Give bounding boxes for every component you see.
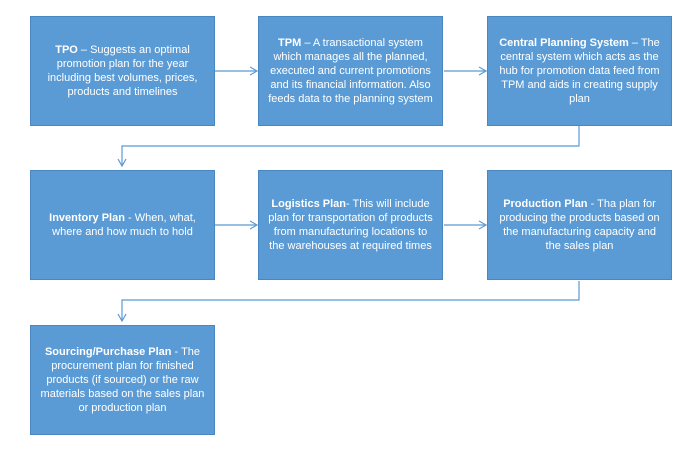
node-tpm: TPM – A transactional system which manag… <box>258 16 443 126</box>
node-inventory-title: Inventory Plan <box>49 212 125 224</box>
node-logistics-plan: Logistics Plan- This will include plan f… <box>258 170 443 280</box>
node-logistics-content: Logistics Plan- This will include plan f… <box>265 197 436 253</box>
node-tpo-content: TPO – Suggests an optimal promotion plan… <box>37 43 208 99</box>
node-tpo: TPO – Suggests an optimal promotion plan… <box>30 16 215 126</box>
node-inventory-text: When, what, where and how much to hold <box>52 212 196 238</box>
node-central-planning: Central Planning System – The central sy… <box>487 16 672 126</box>
node-sourcing-plan: Sourcing/Purchase Plan - The procurement… <box>30 325 215 435</box>
node-production-text: Tha plan for producing the products base… <box>499 198 660 252</box>
node-production-content: Production Plan - Tha plan for producing… <box>494 197 665 253</box>
node-sourcing-separator: - <box>171 346 182 358</box>
node-inventory-content: Inventory Plan - When, what, where and h… <box>37 211 208 239</box>
edge-production-sourcing <box>117 281 580 323</box>
node-production-title: Production Plan <box>503 198 588 210</box>
node-central-content: Central Planning System – The central sy… <box>494 36 665 106</box>
node-logistics-title: Logistics Plan <box>271 198 346 210</box>
node-tpm-title: TPM <box>278 37 302 49</box>
node-production-separator: - <box>587 198 598 210</box>
node-tpm-content: TPM – A transactional system which manag… <box>265 36 436 106</box>
node-tpm-text: A transactional system which manages all… <box>268 37 433 105</box>
node-tpo-title: TPO <box>55 44 78 56</box>
node-sourcing-content: Sourcing/Purchase Plan - The procurement… <box>37 345 208 415</box>
node-central-text: The central system which acts as the hub… <box>499 37 660 105</box>
node-tpo-separator: – <box>77 44 91 56</box>
node-sourcing-title: Sourcing/Purchase Plan <box>44 346 172 358</box>
node-central-separator: – <box>628 37 641 49</box>
node-logistics-separator: - <box>346 198 353 210</box>
node-logistics-text: This will include plan for transportatio… <box>268 198 433 252</box>
node-tpo-text: Suggests an optimal promotion plan for t… <box>47 44 198 98</box>
node-tpm-separator: – <box>301 37 313 49</box>
edge-central-inventory <box>117 126 580 168</box>
node-inventory-plan: Inventory Plan - When, what, where and h… <box>30 170 215 280</box>
node-production-plan: Production Plan - Tha plan for producing… <box>487 170 672 280</box>
node-central-title: Central Planning System <box>499 37 629 49</box>
node-sourcing-text: The procurement plan for finished produc… <box>40 346 205 414</box>
node-inventory-separator: - <box>124 212 135 224</box>
